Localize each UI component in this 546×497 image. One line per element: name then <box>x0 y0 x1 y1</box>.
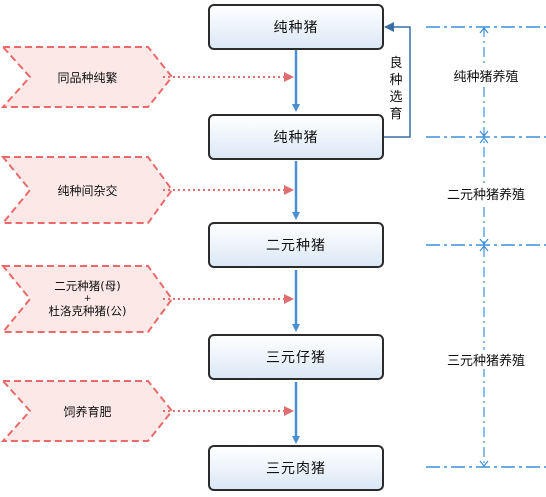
box-label: 纯种猪 <box>273 20 319 36</box>
box-three-breed-piglet: 三元仔猪 <box>208 334 384 380</box>
feedback-char: 种 <box>389 73 403 88</box>
stage-label-text: 二元种猪养殖 <box>446 188 525 203</box>
feedback-char: 育 <box>389 107 403 122</box>
box-label: 二元种猪 <box>266 238 326 254</box>
box-three-breed-market-pig: 三元肉猪 <box>208 445 384 491</box>
stage-label-two-breed: 二元种猪养殖 <box>426 184 546 203</box>
guide-tick-3 <box>479 137 489 144</box>
box-two-breed-pig: 二元种猪 <box>208 222 384 268</box>
chevron-shape-duroc-cross <box>0 265 174 333</box>
feedback-char: 选 <box>389 90 403 105</box>
box-label: 三元肉猪 <box>266 461 326 477</box>
stage-label-purebred: 纯种猪养殖 <box>426 66 546 85</box>
chevron-shape-purebred-crossing <box>0 156 174 224</box>
box-purebred-pig-second: 纯种猪 <box>208 114 384 160</box>
box-label: 纯种猪 <box>273 130 319 146</box>
chevron-shape-pure-line-breeding <box>0 46 174 108</box>
box-label: 三元仔猪 <box>266 350 326 366</box>
stage-label-three-breed: 三元种猪养殖 <box>426 350 546 369</box>
feedback-char: 良 <box>389 56 403 71</box>
guide-tick-2 <box>479 130 489 137</box>
feedback-loop-arrow <box>384 22 411 138</box>
stage-label-text: 三元种猪养殖 <box>446 354 525 369</box>
stage-label-text: 纯种猪养殖 <box>453 70 519 85</box>
guide-tick-1 <box>479 27 489 34</box>
guide-tick-5 <box>479 245 489 252</box>
guide-tick-6 <box>479 460 489 467</box>
feedback-label: 良 种 选 育 <box>385 48 407 130</box>
guide-tick-4 <box>479 238 489 245</box>
box-purebred-pig-top: 纯种猪 <box>208 4 384 50</box>
chevron-shape-feeding-fattening <box>0 380 174 442</box>
